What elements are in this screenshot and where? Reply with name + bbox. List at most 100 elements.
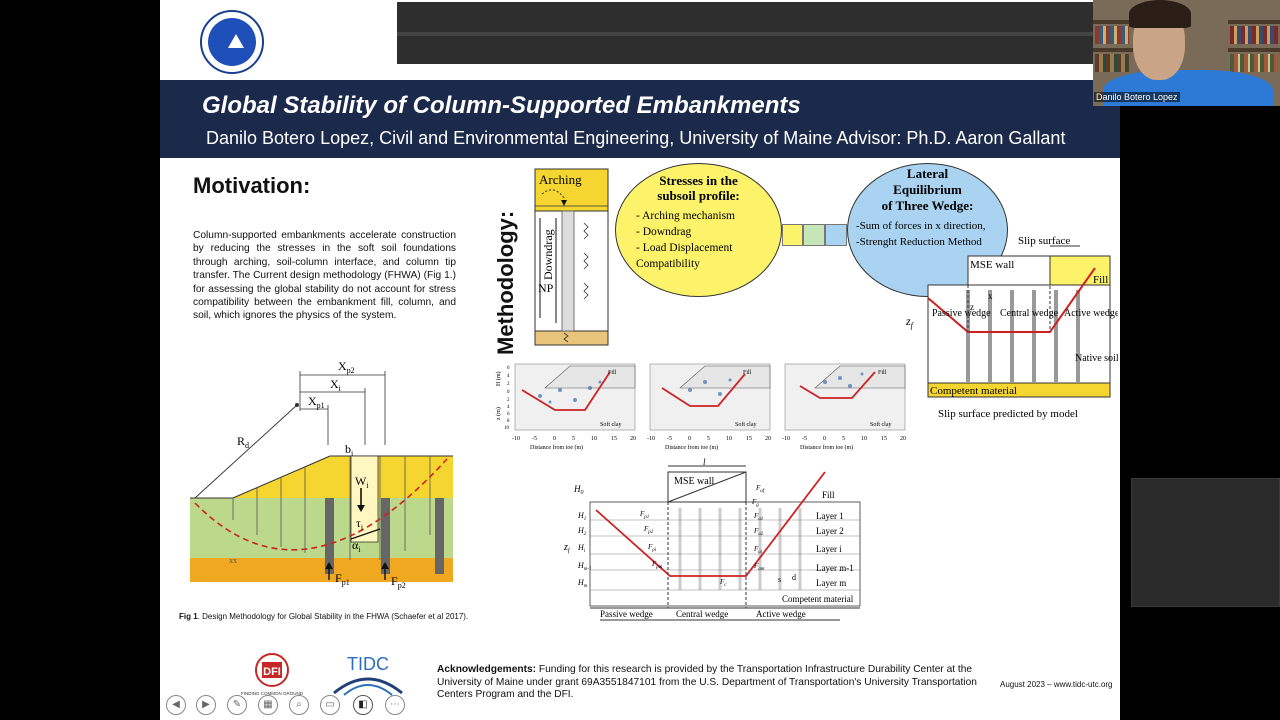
svg-text:20: 20 bbox=[900, 436, 906, 442]
svg-text:Fpi: Fpi bbox=[647, 543, 657, 553]
svg-text:Fai: Fai bbox=[753, 545, 763, 555]
label-central: Central wedge bbox=[1000, 308, 1059, 319]
column-2 bbox=[381, 498, 390, 574]
label-mse-wall: MSE wall bbox=[970, 259, 1014, 271]
competent-layer bbox=[190, 558, 453, 582]
label-ai: αi bbox=[352, 538, 361, 554]
svg-text:0: 0 bbox=[688, 436, 691, 442]
motivation-body: Column-supported embankments accelerate … bbox=[193, 230, 456, 322]
methodology-heading: Methodology: bbox=[493, 210, 518, 355]
label-xp1: Xp1 bbox=[308, 394, 325, 410]
svg-text:10: 10 bbox=[591, 436, 597, 442]
sim-yticks: 64 20 24 68 10 bbox=[504, 366, 510, 431]
sim-xticks-2: -10 -5 0 5 10 15 20 bbox=[647, 436, 771, 442]
subtitles-button[interactable]: ▭ bbox=[320, 695, 340, 715]
svg-text:Fam: Fam bbox=[753, 562, 765, 572]
connector-green bbox=[803, 224, 825, 246]
wedge-diagram: Slip surface MSE wall Fill x z Passive w… bbox=[905, 235, 1118, 420]
presentation-slide: Global Stability of Column-Supported Emb… bbox=[160, 0, 1120, 720]
label-d: d bbox=[792, 573, 796, 582]
motivation-heading: Motivation: bbox=[193, 173, 311, 198]
svg-text:10: 10 bbox=[504, 426, 510, 431]
pen-button[interactable]: ✎ bbox=[227, 695, 247, 715]
more-options-button[interactable]: ⋯ bbox=[385, 695, 405, 715]
label-mse-wall-2: MSE wall bbox=[674, 476, 715, 487]
label-downdrag: Downdrag bbox=[541, 229, 555, 280]
slide-header bbox=[160, 0, 1120, 80]
svg-text:20: 20 bbox=[765, 436, 771, 442]
connector-blue bbox=[825, 224, 847, 246]
tidc-logo: TIDC bbox=[333, 654, 403, 696]
sim-plot-2 bbox=[649, 363, 771, 431]
svg-text:10: 10 bbox=[726, 436, 732, 442]
svg-text:10: 10 bbox=[861, 436, 867, 442]
stresses-oval: Stresses in the subsoil profile: - Archi… bbox=[615, 163, 782, 297]
wedge-caption: Slip surface predicted by model bbox=[938, 408, 1078, 420]
label-zf: zf bbox=[905, 314, 915, 330]
label-layer-m1: Layer m-1 bbox=[816, 563, 854, 573]
label-bi: bi bbox=[345, 442, 354, 458]
connector-yellow bbox=[782, 224, 803, 246]
svg-text:2: 2 bbox=[507, 382, 510, 387]
next-slide-button[interactable]: ▶ bbox=[196, 695, 216, 715]
svg-text:5: 5 bbox=[707, 436, 710, 442]
svg-text:Fa2: Fa2 bbox=[753, 527, 764, 537]
sim-ylabel-bottom: z (m) bbox=[495, 407, 502, 420]
label-layer-1: Layer 1 bbox=[816, 511, 844, 521]
label-ti: τi bbox=[356, 516, 364, 532]
label-l: l bbox=[703, 458, 706, 467]
svg-text:15: 15 bbox=[611, 436, 617, 442]
participant-video-tile[interactable]: Danilo Botero Lopez bbox=[1093, 0, 1280, 106]
label-zf-2: zf bbox=[563, 542, 571, 554]
sim-xlabel-2: Distance from toe (m) bbox=[665, 444, 718, 451]
layer-slip-surface bbox=[595, 471, 826, 577]
sim-xlabel-1: Distance from toe (m) bbox=[530, 444, 583, 451]
label-slip-surface: Slip surface bbox=[1018, 235, 1070, 247]
svg-text:-10: -10 bbox=[647, 436, 655, 442]
sim-clay-1: Soft clay bbox=[600, 421, 622, 428]
camera-button[interactable]: ◧ bbox=[353, 695, 373, 715]
svg-text:-5: -5 bbox=[532, 436, 537, 442]
svg-text:Hm-1: Hm-1 bbox=[577, 561, 592, 572]
label-np: NP bbox=[538, 281, 554, 295]
label-s: s bbox=[778, 575, 781, 584]
svg-text:0: 0 bbox=[507, 390, 510, 395]
svg-text:20: 20 bbox=[630, 436, 636, 442]
svg-text:Fa1: Fa1 bbox=[753, 512, 763, 522]
layer-force-labels: Faf Fg Fp1 Fp2 Fpi Fpm Fc Fa1 Fa2 Fai Fa… bbox=[639, 484, 765, 588]
label-fill-2: Fill bbox=[822, 490, 835, 500]
svg-text:-5: -5 bbox=[802, 436, 807, 442]
svg-text:15: 15 bbox=[746, 436, 752, 442]
label-x: x bbox=[988, 291, 993, 301]
label-fp1: Fp1 bbox=[335, 571, 350, 587]
footer-date: August 2023 – www.tidc-utc.org bbox=[1000, 680, 1113, 689]
usdot-seal-logo bbox=[200, 10, 264, 74]
sim-fill-2: Fill bbox=[743, 370, 752, 376]
prev-slide-button[interactable]: ◀ bbox=[166, 695, 186, 715]
presenter-toolbar: ◀ ▶ ✎ ▦ ⌕ ▭ ◧ ⋯ bbox=[160, 691, 420, 718]
layer-diagram: l H0 MSE wall Fill Layer 1 Layer 2 Layer… bbox=[563, 458, 861, 621]
seal-triskelion-icon bbox=[228, 34, 244, 48]
svg-text:H1: H1 bbox=[577, 511, 586, 522]
zoom-button[interactable]: ⌕ bbox=[289, 695, 309, 715]
label-competent-2: Competent material bbox=[782, 594, 854, 604]
predicted-slip-surface bbox=[927, 267, 1096, 333]
column-1 bbox=[325, 498, 334, 574]
label-passive: Passive wedge bbox=[932, 308, 991, 319]
column-3 bbox=[435, 498, 444, 574]
svg-text:H2: H2 bbox=[577, 526, 587, 537]
slides-button[interactable]: ▦ bbox=[258, 695, 278, 715]
simulation-plots: H (m) z (m) Fill Fill Fill Soft clay Sof… bbox=[495, 363, 906, 451]
svg-text:Fc: Fc bbox=[719, 578, 727, 588]
label-fill: Fill bbox=[1093, 274, 1108, 286]
slide-subtitle: Danilo Botero Lopez, Civil and Environme… bbox=[206, 128, 1066, 148]
svg-text:5: 5 bbox=[842, 436, 845, 442]
layer-h-labels: H1 H2 Hi Hm-1 Hm bbox=[577, 511, 592, 589]
sim-clay-2: Soft clay bbox=[735, 421, 757, 428]
sim-xlabel-3: Distance from toe (m) bbox=[800, 444, 853, 451]
label-h0: H0 bbox=[573, 484, 584, 496]
svg-text:-5: -5 bbox=[667, 436, 672, 442]
slide-title: Global Stability of Column-Supported Emb… bbox=[202, 92, 801, 119]
